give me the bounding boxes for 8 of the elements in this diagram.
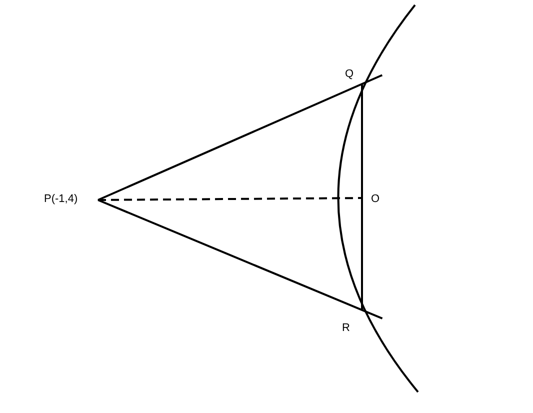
dashed-line — [98, 197, 362, 201]
point-label: P(-1,4) — [44, 193, 78, 206]
point-label: Q — [345, 68, 354, 81]
line-segment — [361, 84, 363, 310]
line-segment — [98, 199, 383, 320]
point-label: O — [371, 193, 380, 206]
point-label: R — [342, 322, 350, 335]
line-segment — [98, 74, 383, 201]
